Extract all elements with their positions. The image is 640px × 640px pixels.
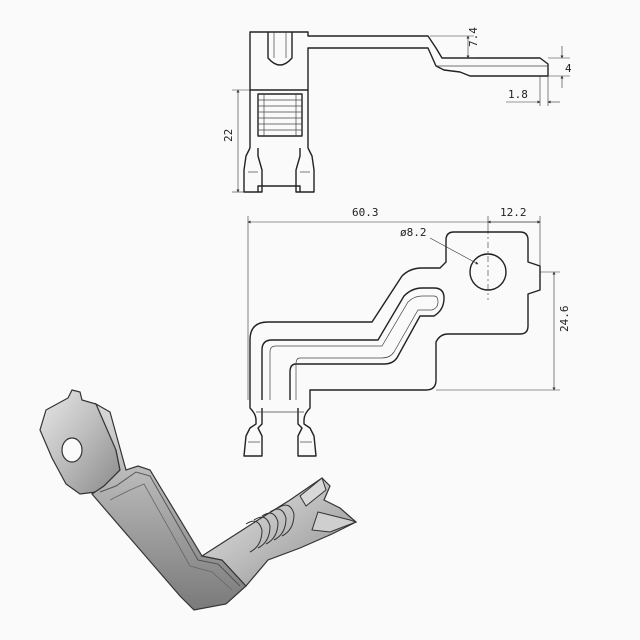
dim-side-length: 22	[222, 89, 250, 193]
dim-hole-diameter: ø8.2	[400, 226, 479, 265]
dim-step-height: 4	[548, 46, 572, 88]
label-1-8: 1.8	[508, 88, 528, 101]
label-60-3: 60.3	[352, 206, 379, 219]
label-4: 4	[565, 62, 572, 75]
dim-top-height: 7.4	[430, 27, 480, 59]
label-24-6: 24.6	[558, 306, 571, 333]
dim-overall-height: 24.6	[436, 271, 571, 391]
dim-tab-width: 12.2	[487, 206, 541, 228]
label-22: 22	[222, 129, 235, 142]
label-hole-diameter: ø8.2	[400, 226, 427, 239]
dim-step-offset: 1.8	[506, 76, 560, 106]
dim-overall-length: 60.3	[247, 206, 541, 400]
label-12-2: 12.2	[500, 206, 527, 219]
label-7-4: 7.4	[467, 27, 480, 47]
top-view	[243, 31, 549, 193]
isometric-view	[39, 389, 358, 611]
front-view	[243, 228, 541, 457]
